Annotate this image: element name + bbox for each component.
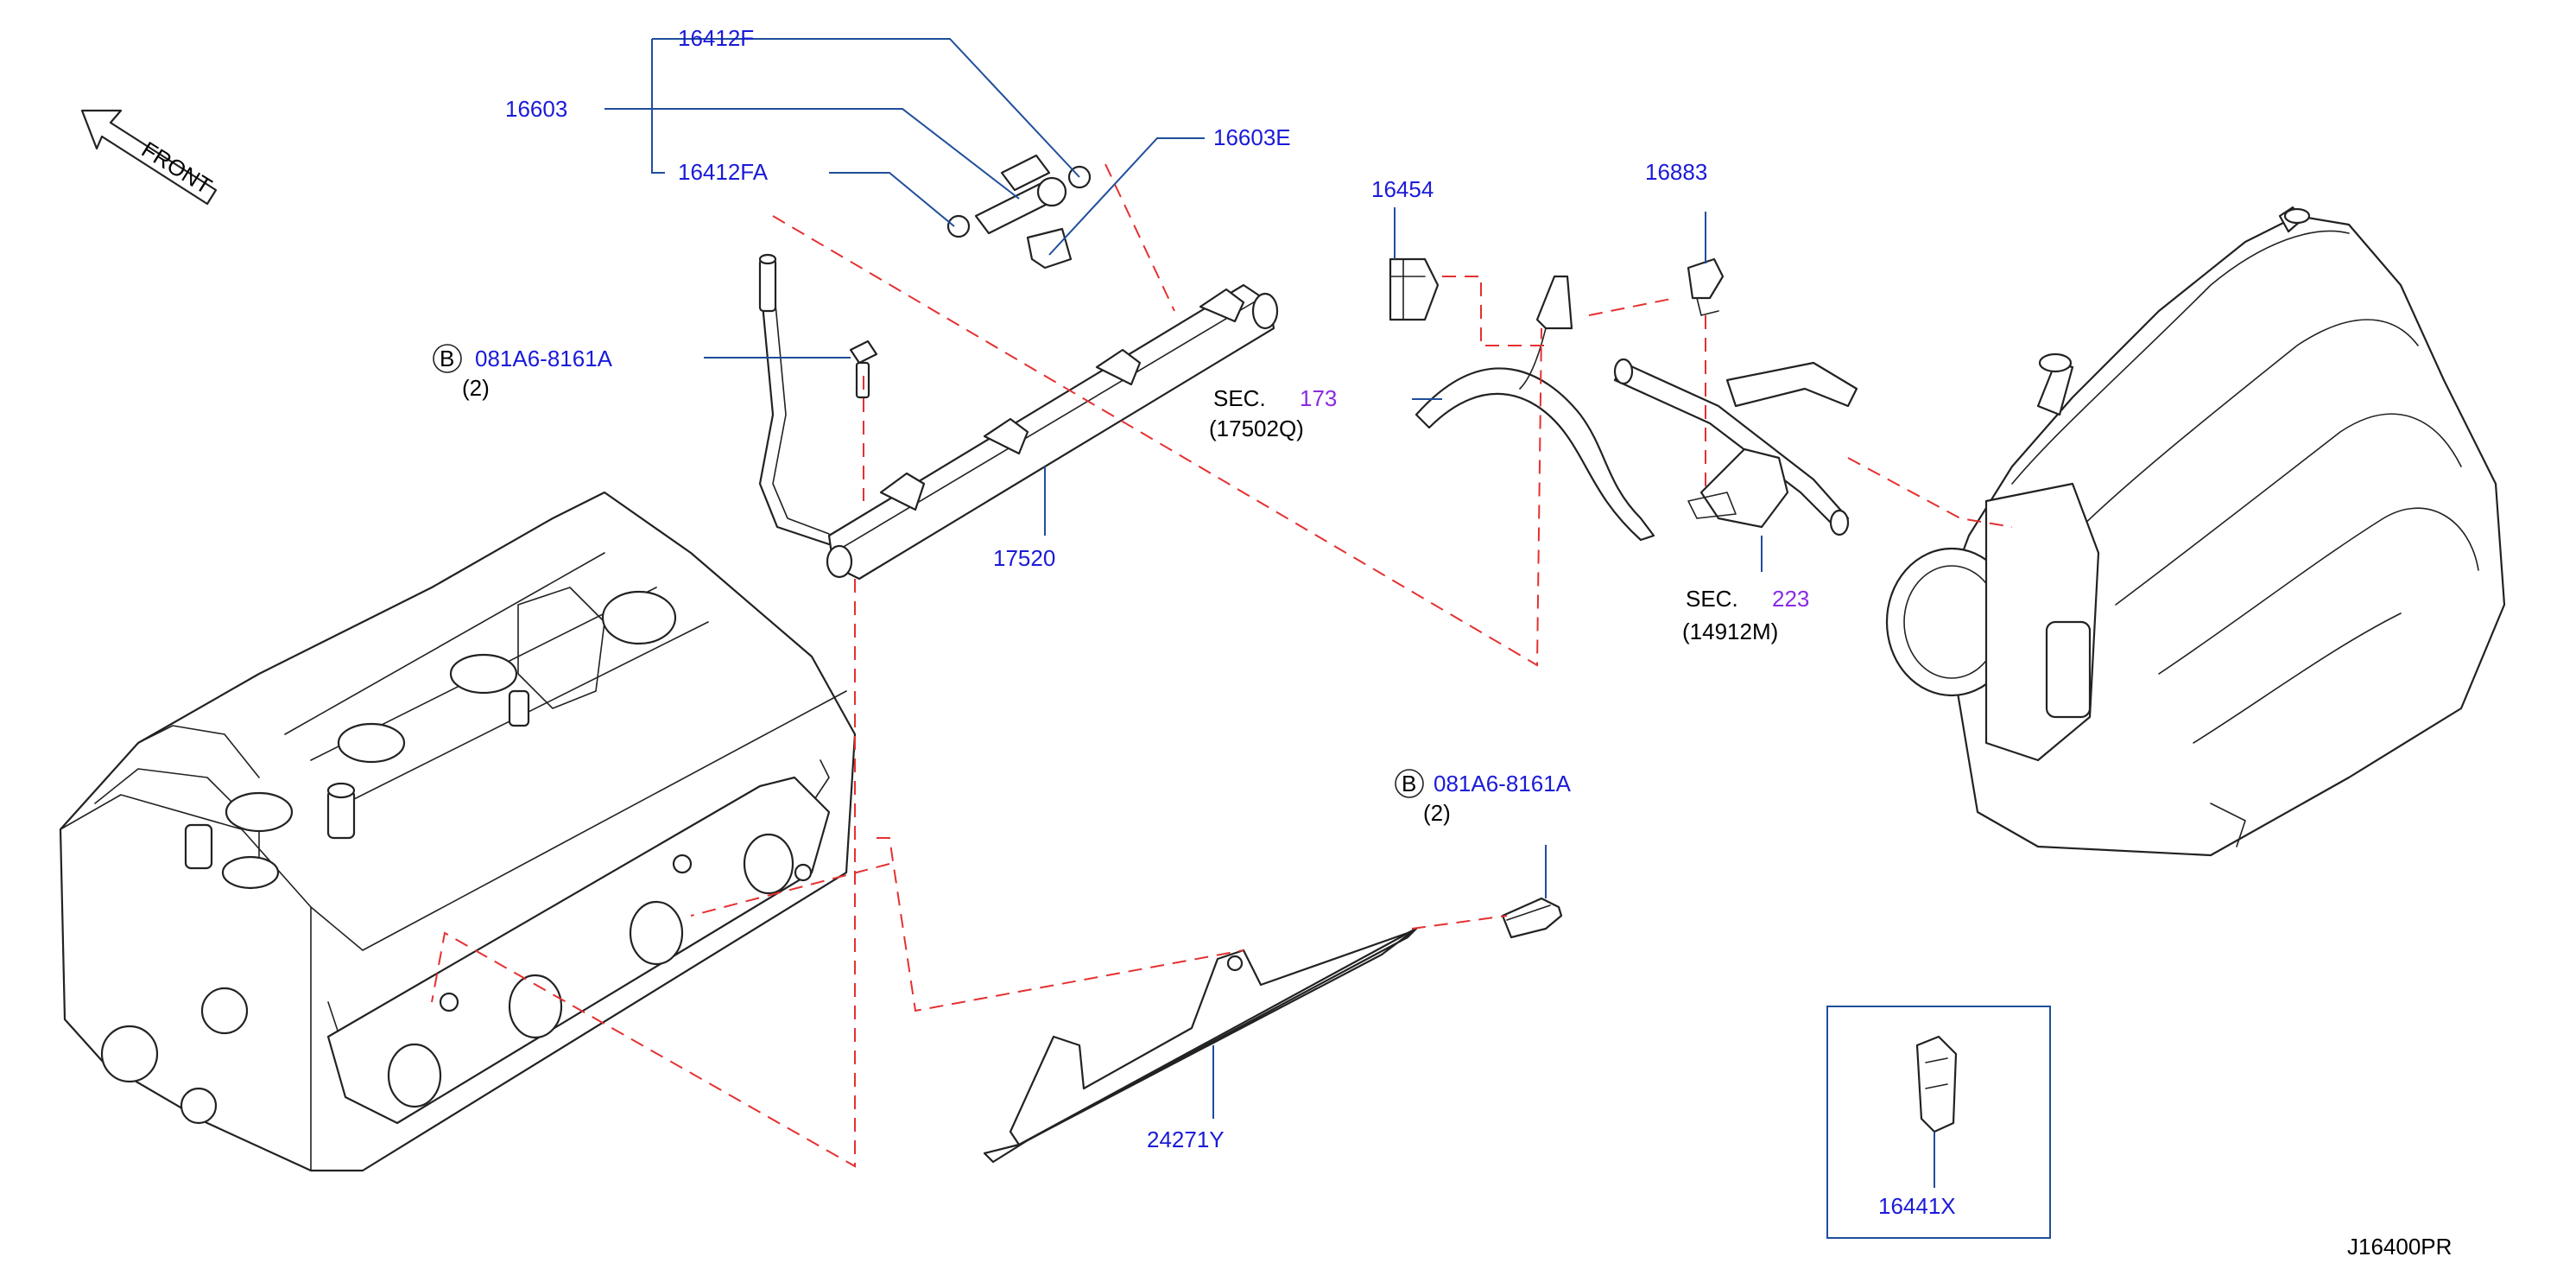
part-label-16441X: 16441X xyxy=(1878,1193,1956,1219)
inset-box-16441X xyxy=(1826,1006,2051,1239)
cylinder-head-illustration xyxy=(59,491,857,1172)
bolt-lower-b-circle xyxy=(1395,769,1424,798)
part-label-16412FA: 16412FA xyxy=(678,159,769,185)
fuel-tube-bracket-illustration xyxy=(1613,358,1858,536)
sec-173-number: 173 xyxy=(1300,385,1337,411)
intake-manifold-illustration xyxy=(1885,206,2506,857)
sec-173-prefix: SEC. xyxy=(1213,385,1266,411)
sec-223-number: 223 xyxy=(1772,586,1809,612)
part-label-16454: 16454 xyxy=(1371,176,1434,202)
clip-16441X-illustration xyxy=(1915,1035,1958,1133)
sec-223-ref: (14912M) xyxy=(1682,619,1778,644)
bolt-upper-b-circle xyxy=(433,344,462,373)
clip-16454-illustration xyxy=(1389,257,1440,321)
front-arrow-icon xyxy=(80,109,218,206)
bolt-upper-b-letter: B xyxy=(440,346,454,371)
part-label-16603E: 16603E xyxy=(1213,124,1291,150)
part-label-16412F: 16412F xyxy=(678,25,754,51)
fuel-hose-illustration xyxy=(1415,275,1655,542)
part-label-17520: 17520 xyxy=(993,545,1055,571)
fuel-rail-illustration xyxy=(758,253,1279,581)
bolt-lower-b-letter: B xyxy=(1402,771,1416,796)
bolt-lower-qty: (2) xyxy=(1423,800,1451,826)
part-label-24271Y: 24271Y xyxy=(1147,1127,1225,1152)
part-label-16883: 16883 xyxy=(1645,159,1707,185)
installation-guide-lines xyxy=(431,163,2013,1168)
clip-16883-illustration xyxy=(1687,257,1725,316)
part-label-bolt-lower: 081A6-8161A xyxy=(1434,771,1572,796)
bolt-upper-qty: (2) xyxy=(462,375,490,401)
sec-173-ref: (17502Q) xyxy=(1209,416,1304,441)
heat-shield-illustration xyxy=(983,927,1418,1164)
leader-lines xyxy=(604,38,1935,1188)
diagram-id: J16400PR xyxy=(2347,1234,2452,1260)
injector-illustration xyxy=(946,154,1092,270)
part-label-bolt-upper: 081A6-8161A xyxy=(475,346,613,371)
sec-223-prefix: SEC. xyxy=(1686,586,1738,612)
part-label-16603: 16603 xyxy=(505,96,567,122)
bolt-lower-illustration xyxy=(1501,897,1563,939)
